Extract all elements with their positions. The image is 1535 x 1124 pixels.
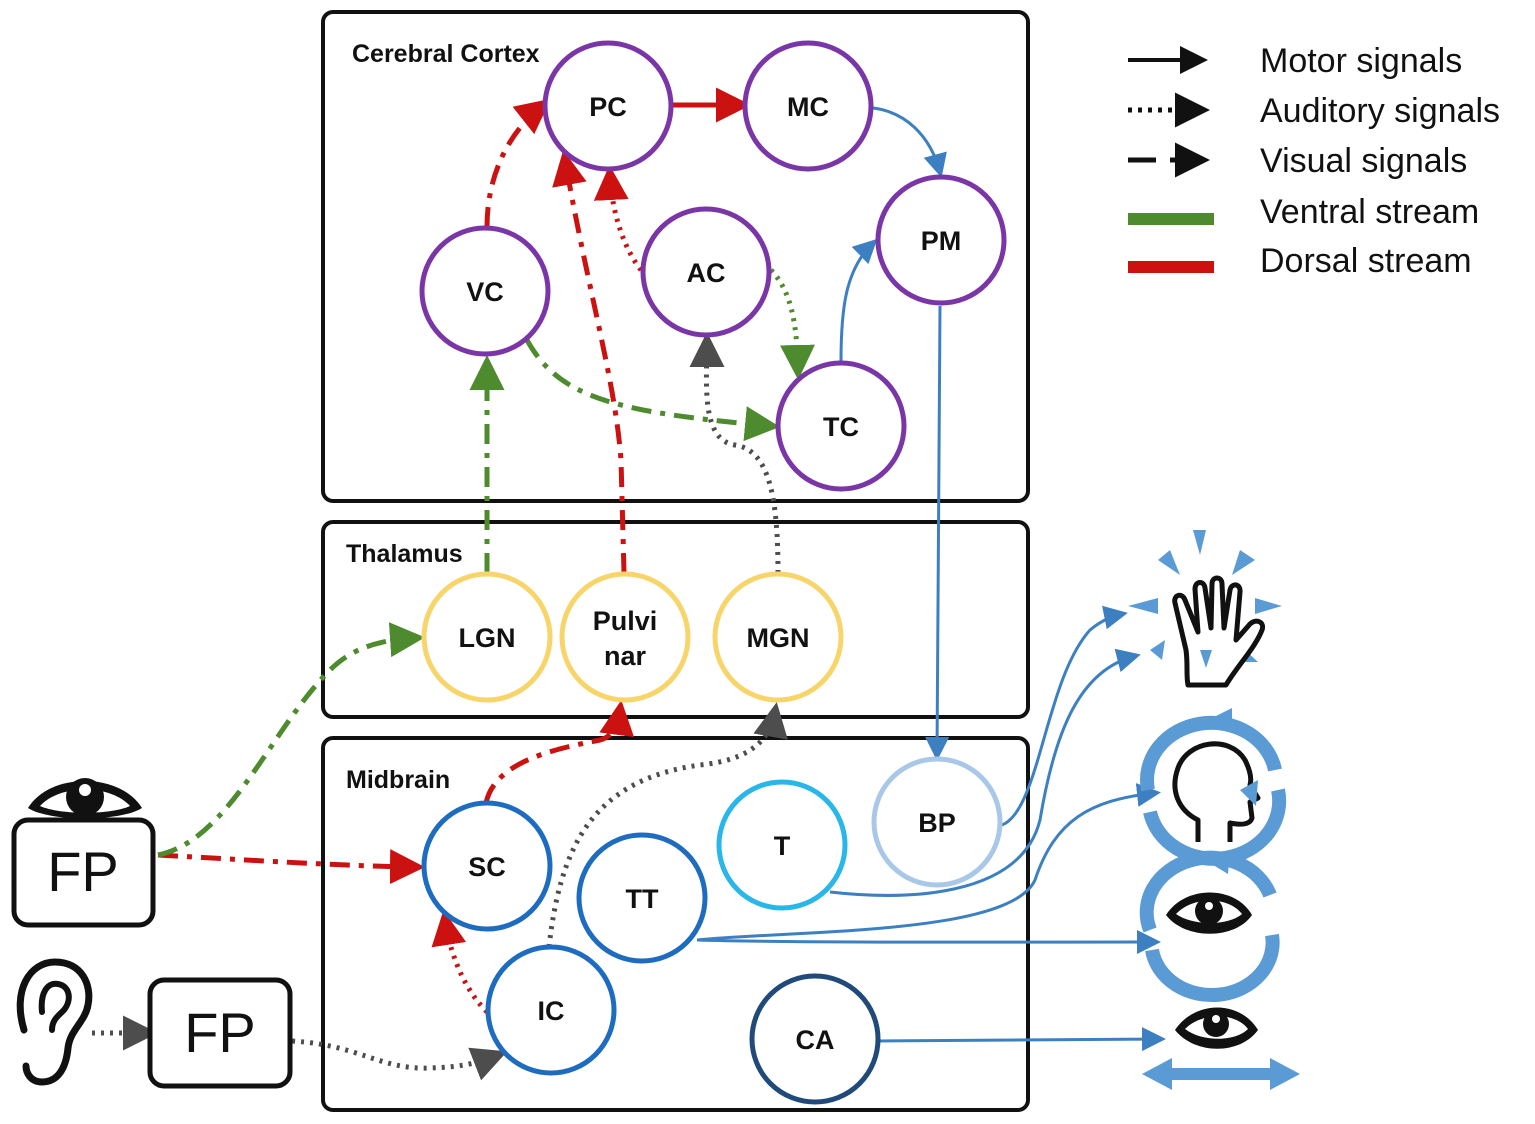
node-mgn-label: MGN — [747, 623, 810, 653]
auditory-fp-box — [147, 977, 293, 1089]
node-pm-label: PM — [921, 226, 962, 256]
node-ac: AC — [640, 206, 772, 338]
midbrain-region — [321, 736, 1030, 1112]
auditory-fp-label: FP — [184, 1001, 256, 1064]
node-ic-label: IC — [538, 996, 565, 1026]
legend-visual: Visual signals — [1128, 142, 1467, 180]
node-ic: IC — [485, 944, 617, 1076]
node-pulvinar-label-line1: Pulvi — [593, 606, 658, 636]
thalamus-region — [321, 520, 1030, 719]
cerebral-cortex-label: Cerebral Cortex — [352, 40, 540, 68]
node-lgn: LGN — [421, 571, 553, 703]
dorsal-fp-to-sc — [157, 849, 425, 885]
legend-ventral-swatch — [1128, 213, 1214, 225]
legend-motor: Motor signals — [1128, 42, 1462, 80]
hand-icon — [1128, 530, 1282, 688]
node-vc-label: VC — [466, 277, 504, 307]
node-tt: TT — [576, 832, 708, 964]
legend-dorsal-label: Dorsal stream — [1260, 242, 1472, 280]
node-mc-label: MC — [787, 92, 829, 122]
motor-t-to-hand — [829, 648, 1141, 897]
dorsal-sc-to-pulvinar — [483, 700, 635, 804]
legend-auditory: Auditory signals — [1128, 92, 1500, 130]
node-ac-label: AC — [687, 258, 726, 288]
node-bp-label: BP — [918, 808, 956, 838]
node-sc-label: SC — [468, 852, 506, 882]
node-bp: BP — [871, 756, 1003, 888]
head-rotation-icon — [1140, 708, 1287, 866]
thalamus-label: Thalamus — [346, 540, 463, 568]
legend: Motor signals Auditory signals Visual si… — [1128, 42, 1500, 280]
ventral-ac-to-tc — [769, 268, 815, 380]
cerebral-cortex-region — [321, 10, 1030, 503]
ventral-vc-to-tc — [524, 338, 780, 442]
eye-rotation-icon — [1139, 850, 1280, 1002]
node-pulvinar: Pulvi nar — [559, 571, 691, 703]
dorsal-vc-to-pc — [484, 98, 551, 228]
visual-fp-label: FP — [47, 840, 119, 903]
legend-auditory-label: Auditory signals — [1260, 92, 1500, 130]
ventral-fp-to-lgn — [157, 622, 425, 858]
motor-mc-to-pm — [872, 106, 947, 178]
visual-input: FP — [11, 778, 156, 928]
node-tt-label: TT — [626, 884, 659, 914]
node-tc: TC — [775, 360, 907, 492]
node-vc: VC — [419, 225, 551, 357]
node-pulvinar-label-line2: nar — [604, 641, 647, 671]
node-t-label: T — [774, 831, 791, 861]
visual-fp-box — [11, 817, 156, 928]
legend-visual-label: Visual signals — [1260, 142, 1467, 180]
node-tc-label: TC — [823, 412, 859, 442]
midbrain-label: Midbrain — [346, 766, 450, 794]
ear-icon — [16, 958, 93, 1086]
legend-ventral: Ventral stream — [1128, 193, 1479, 231]
node-ca-label: CA — [796, 1025, 835, 1055]
node-pc-label: PC — [589, 92, 627, 122]
auditory-mgn-to-ac — [689, 332, 781, 574]
dorsal-pulvinar-to-pc — [552, 150, 627, 574]
motor-pm-to-bp — [925, 305, 950, 761]
legend-motor-label: Motor signals — [1260, 42, 1462, 80]
node-sc: SC — [421, 800, 553, 932]
eye-icon — [28, 778, 142, 819]
node-pc: PC — [542, 40, 674, 172]
auditory-fp-to-ic — [291, 1038, 508, 1081]
node-pm: PM — [875, 174, 1007, 306]
eye-horizontal-icon — [1142, 1007, 1300, 1090]
motor-tt-to-eye — [696, 930, 1161, 955]
auditory-input: FP — [16, 958, 293, 1089]
node-t: T — [716, 779, 848, 911]
legend-dorsal-swatch — [1128, 261, 1214, 273]
motor-bp-to-hand — [1001, 605, 1128, 827]
dorsal-ac-to-pc — [593, 165, 643, 272]
node-ca: CA — [749, 973, 881, 1105]
motor-tc-to-pm — [839, 238, 878, 363]
motor-ca-to-eye — [879, 1027, 1166, 1052]
legend-ventral-label: Ventral stream — [1260, 193, 1479, 231]
node-lgn-label: LGN — [459, 623, 516, 653]
dorsal-ic-to-sc — [431, 910, 489, 1014]
node-mgn: MGN — [712, 571, 844, 703]
legend-dorsal: Dorsal stream — [1128, 242, 1472, 280]
node-mc: MC — [742, 40, 874, 172]
motor-tt-to-head — [696, 783, 1161, 942]
